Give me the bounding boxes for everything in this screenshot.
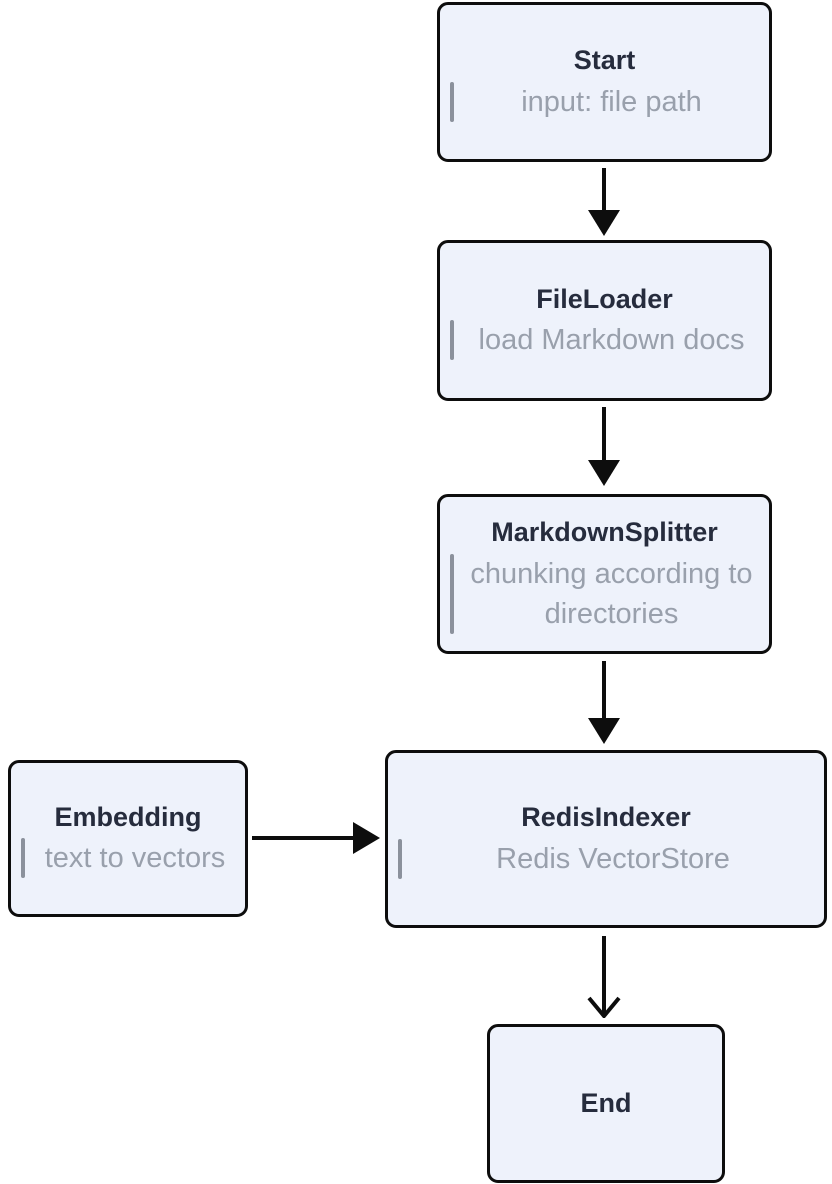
node-redisindexer-subtitle: Redis VectorStore [496,842,730,875]
arrow-fileloader-to-markdownsplitter-icon [588,407,620,486]
node-redisindexer-subtitle-row: Redis VectorStore [388,838,824,879]
node-start: Start input: file path [437,2,772,162]
node-end: End [487,1024,725,1183]
arrow-markdownsplitter-to-redisindexer-icon [588,661,620,744]
node-embedding: Embedding text to vectors [8,760,248,917]
node-embedding-title: Embedding [54,801,202,832]
arrow-embedding-to-redisindexer-icon [252,822,380,854]
node-fileloader-subtitle: load Markdown docs [478,324,745,357]
node-start-subtitle: input: file path [521,85,702,118]
node-redisindexer-title: RedisIndexer [521,802,691,833]
node-redisindexer: RedisIndexer Redis VectorStore [385,750,827,928]
node-markdownsplitter-title: MarkdownSplitter [491,517,718,548]
quote-bar-icon [450,81,454,122]
node-end-title: End [580,1088,632,1119]
node-start-title: Start [573,45,636,76]
node-fileloader-title: FileLoader [536,283,673,314]
arrow-redisindexer-to-end-icon [587,936,621,1018]
quote-bar-icon [450,553,454,634]
node-markdownsplitter-subtitle: chunking according to directories [470,557,753,630]
node-embedding-subtitle-row: text to vectors [11,838,245,879]
node-markdownsplitter-subtitle-row: chunking according to directories [440,553,769,634]
quote-bar-icon [450,320,454,361]
node-start-subtitle-row: input: file path [440,81,769,122]
node-markdownsplitter: MarkdownSplitter chunking according to d… [437,494,772,654]
node-fileloader-subtitle-row: load Markdown docs [440,320,769,361]
quote-bar-icon [398,838,402,879]
node-fileloader: FileLoader load Markdown docs [437,240,772,401]
node-embedding-subtitle: text to vectors [44,842,226,875]
arrow-start-to-fileloader-icon [588,168,620,236]
quote-bar-icon [21,838,25,879]
